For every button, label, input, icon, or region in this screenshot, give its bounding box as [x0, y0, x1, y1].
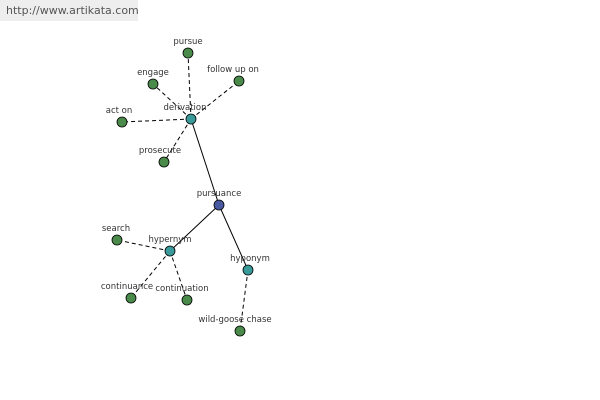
nodes-layer: pursuance derivation hypernym hyponym pursue…: [101, 37, 272, 337]
node-hypernym[interactable]: hypernym: [148, 235, 192, 257]
node-circle-follow-up-on[interactable]: [233, 75, 245, 87]
node-circle-continuance[interactable]: [125, 292, 137, 304]
edge-hypernym-continuation: [169, 250, 188, 301]
node-circle-wild-goose-chase[interactable]: [234, 325, 246, 337]
edge-hypernym-search: [116, 239, 171, 252]
node-label-hypernym: hypernym: [148, 235, 191, 245]
node-circle-engage[interactable]: [147, 78, 159, 90]
node-label-engage: engage: [137, 68, 169, 78]
edge-hypernym-continuance: [130, 250, 171, 299]
node-circle-pursue[interactable]: [182, 47, 194, 59]
node-label-act-on: act on: [106, 106, 133, 116]
node-circle-act-on[interactable]: [116, 116, 128, 128]
node-label-derivation: derivation: [163, 103, 206, 113]
watermark-text: http://www.artikata.com: [6, 4, 139, 17]
node-wild-goose-chase[interactable]: wild-goose chase: [198, 315, 272, 337]
node-continuation[interactable]: continuation: [155, 284, 209, 306]
node-label-prosecute: prosecute: [139, 146, 181, 156]
node-pursuance[interactable]: pursuance: [197, 189, 242, 211]
edge-derivation-engage: [152, 83, 192, 120]
node-hyponym[interactable]: hyponym: [230, 254, 270, 276]
edges-layer: [116, 52, 249, 332]
edge-derivation-prosecute: [163, 118, 192, 163]
node-circle-hyponym[interactable]: [242, 264, 254, 276]
node-circle-hypernym[interactable]: [164, 245, 176, 257]
edge-pursuance-hypernym: [169, 204, 220, 252]
node-engage[interactable]: engage: [137, 68, 169, 90]
node-continuance[interactable]: continuance: [101, 282, 153, 304]
node-pursue[interactable]: pursue: [173, 37, 203, 59]
node-label-follow-up-on: follow up on: [207, 65, 259, 75]
node-label-continuation: continuation: [155, 284, 208, 294]
node-circle-derivation[interactable]: [185, 113, 197, 125]
node-label-wild-goose-chase: wild-goose chase: [198, 315, 271, 325]
node-label-hyponym: hyponym: [230, 254, 270, 264]
edge-hyponym-wild-goose-chase: [239, 269, 249, 332]
node-follow-up-on[interactable]: follow up on: [207, 65, 259, 87]
node-label-pursuance: pursuance: [197, 189, 242, 199]
node-circle-continuation[interactable]: [181, 294, 193, 306]
node-act-on[interactable]: act on: [106, 106, 133, 128]
edge-pursuance-hyponym: [218, 204, 249, 271]
edge-derivation-follow-up-on: [190, 80, 240, 120]
node-circle-search[interactable]: [111, 234, 123, 246]
watermark: http://www.artikata.com: [0, 0, 139, 21]
node-label-pursue: pursue: [173, 37, 202, 47]
node-circle-pursuance[interactable]: [213, 199, 225, 211]
edge-pursuance-derivation: [190, 118, 220, 206]
edge-derivation-act-on: [121, 118, 192, 123]
node-label-continuance: continuance: [101, 282, 153, 292]
node-prosecute[interactable]: prosecute: [139, 146, 181, 168]
node-circle-prosecute[interactable]: [158, 156, 170, 168]
node-search[interactable]: search: [102, 224, 130, 246]
node-label-search: search: [102, 224, 130, 234]
node-derivation[interactable]: derivation: [163, 103, 207, 125]
